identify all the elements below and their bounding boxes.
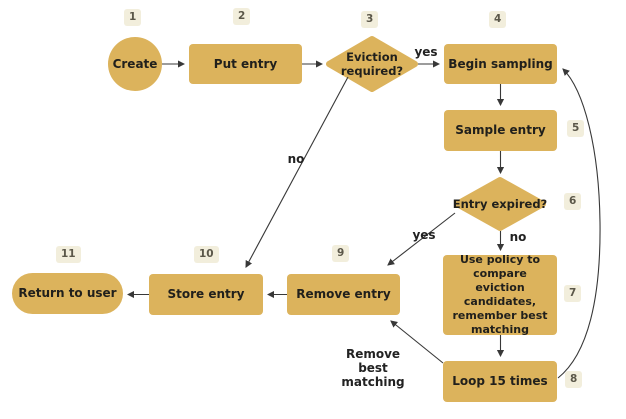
- node-store-entry: Store entry: [149, 274, 263, 315]
- badge-8: 8: [565, 371, 583, 388]
- node-put-entry: Put entry: [189, 44, 302, 84]
- edge-label-remove-best-matching: Remove best matching: [341, 347, 405, 389]
- node-use-policy: Use policy to compare eviction candidate…: [443, 253, 557, 336]
- badge-11: 11: [56, 246, 81, 263]
- badge-7: 7: [564, 285, 582, 302]
- edge-label-eviction-yes: yes: [414, 45, 438, 59]
- node-entry-expired-shape: [454, 177, 546, 231]
- node-eviction-required-shape: [326, 36, 418, 92]
- badge-9: 9: [332, 245, 350, 262]
- badge-1: 1: [124, 9, 142, 26]
- badge-3: 3: [361, 11, 379, 28]
- edge-entry-expired-yes-to-remove-entry: [387, 212, 456, 266]
- node-remove-entry: Remove entry: [287, 274, 400, 315]
- node-return-to-user: Return to user: [12, 273, 123, 314]
- badge-5: 5: [567, 120, 585, 137]
- badge-2: 2: [233, 8, 251, 25]
- edge-label-expired-yes: yes: [412, 228, 436, 242]
- edge-eviction-no-to-store-entry: [245, 76, 349, 268]
- badge-4: 4: [489, 11, 507, 28]
- node-begin-sampling: Begin sampling: [444, 44, 557, 84]
- badge-10: 10: [194, 246, 219, 263]
- badge-6: 6: [564, 193, 582, 210]
- node-eviction-required-label: Eviction required?: [340, 50, 404, 78]
- edge-loop-to-remove-entry: [390, 320, 444, 364]
- edge-label-eviction-no: no: [287, 152, 305, 166]
- edge-label-expired-no: no: [509, 230, 527, 244]
- node-entry-expired-label: Entry expired?: [452, 197, 548, 211]
- node-sample-entry: Sample entry: [444, 110, 557, 151]
- node-loop-15-times: Loop 15 times: [443, 361, 557, 402]
- node-create: Create: [108, 37, 162, 91]
- edge-loop-back-to-begin-sampling: [557, 68, 601, 379]
